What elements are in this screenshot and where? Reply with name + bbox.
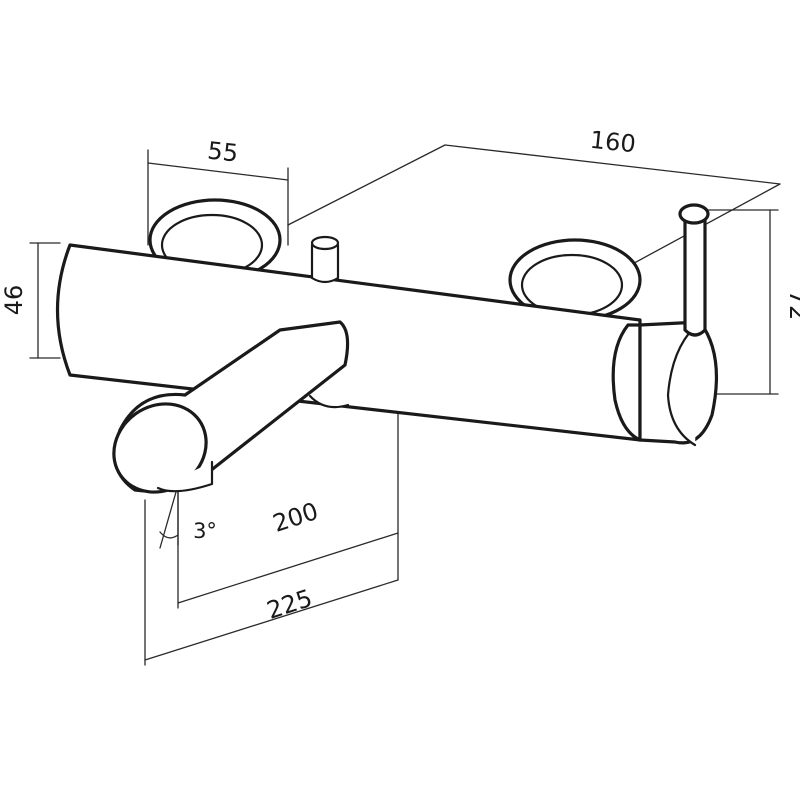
spout: [112, 320, 350, 494]
diverter-knob: [310, 235, 340, 284]
lower-fitting: [308, 394, 350, 409]
dim-rose-width-label: 55: [206, 137, 239, 168]
handle-lever: [611, 203, 718, 447]
dim-overall-height-label: 72: [784, 290, 800, 321]
dim-body-height-label: 46: [0, 285, 28, 316]
dimension-labels: 55 160 46 72 200 225 3°: [0, 126, 800, 625]
right-wall-rose: [508, 238, 642, 322]
dim-top-width-label: 160: [589, 126, 637, 159]
dim-overall-reach-label: 225: [263, 584, 315, 625]
dim-spout-reach-label: 200: [269, 497, 321, 538]
dim-spout-angle-label: 3°: [193, 519, 217, 543]
